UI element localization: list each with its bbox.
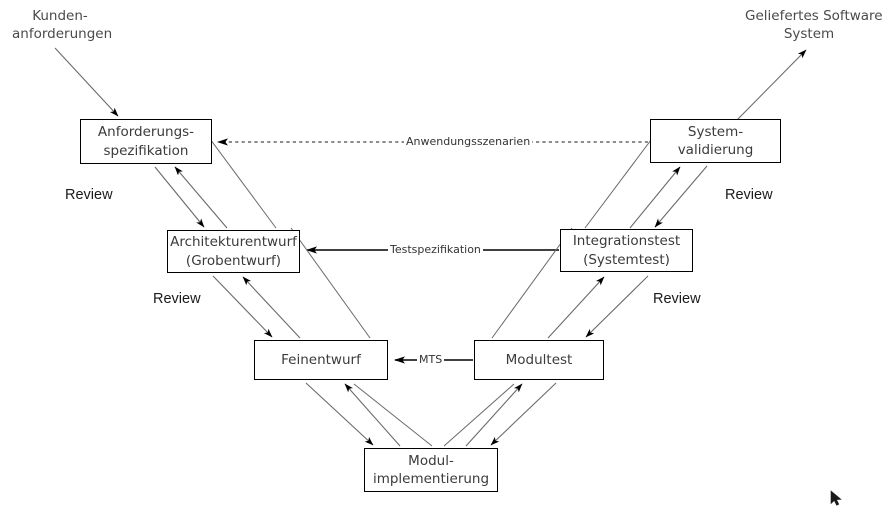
node-systemvalidierung[interactable]: System- validierung [650, 119, 781, 163]
node-label-line: Integrationstest [572, 233, 681, 250]
edge-long-feinentwurf-to-architekturentwurf [290, 227, 371, 339]
edge-kundenanforderungen-to-anforderungsspezifikation [54, 47, 119, 117]
node-label-line: System- [687, 123, 744, 140]
label-mts: MTS [417, 353, 445, 366]
node-label-line: Modul- [408, 452, 454, 469]
node-label-line: Modultest [505, 351, 573, 368]
edge-modultest-to-integrationstest [547, 276, 605, 339]
node-label-line: validierung [677, 142, 754, 158]
edge-modultest-to-modulimplementierung [490, 382, 557, 446]
node-integrationstest[interactable]: Integrationstest (Systemtest) [560, 229, 693, 272]
label-review-bottom-right: Review [653, 291, 701, 307]
edge-long-modulimplementierung-left [353, 383, 433, 447]
edge-architekturentwurf-to-anforderungsspezifikation [174, 166, 228, 229]
edge-modulimplementierung-to-modultest [465, 383, 523, 447]
edge-long-feinentwurf-to-integrationstest [491, 227, 573, 339]
edge-long-modulimplementierung-right [443, 383, 515, 447]
node-label-line: Architekturentwurf [170, 234, 297, 251]
edge-systemvalidierung-to-output [736, 49, 807, 121]
node-label-line: implementierung [372, 471, 490, 487]
text-line: anforderungen [12, 25, 113, 42]
node-modulimplementierung[interactable]: Modul- implementierung [364, 448, 498, 492]
edge-modulimplementierung-to-feinentwurf [344, 383, 401, 447]
node-label-line: Feinentwurf [281, 351, 361, 368]
node-label-line: spezifikation [103, 142, 189, 159]
text-geliefertes-software-system: Geliefertes Software System [745, 8, 883, 44]
label-review-bottom-left: Review [153, 291, 201, 307]
node-label-line: (Systemtest) [583, 251, 670, 268]
edge-anforderungsspezifikation-to-architekturentwurf [154, 166, 205, 228]
node-label-line: Anforderungs- [97, 124, 195, 141]
edge-integrationstest-to-systemvalidierung [629, 166, 681, 229]
node-modultest[interactable]: Modultest [474, 340, 604, 380]
edge-feinentwurf-to-modulimplementierung [305, 382, 374, 446]
label-anwendungsszenarien: Anwendungsszenarien [404, 135, 533, 148]
text-line: Geliefertes Software [745, 8, 883, 24]
label-review-top-right: Review [725, 187, 773, 203]
text-line: Kunden- [32, 8, 88, 24]
edge-architekturentwurf-to-feinentwurf [212, 275, 273, 338]
edge-integrationstest-to-modultest [585, 275, 649, 338]
edge-feinentwurf-to-architekturentwurf [242, 276, 301, 339]
text-kundenanforderungen: Kunden- anforderungen [12, 8, 113, 44]
mouse-pointer-icon [830, 490, 842, 506]
node-label-line: (Grobentwurf) [185, 252, 282, 269]
label-testspezifikation: Testspezifikation [388, 243, 483, 256]
edge-systemvalidierung-to-integrationstest [654, 165, 708, 228]
label-review-top-left: Review [65, 187, 113, 203]
node-architekturentwurf[interactable]: Architekturentwurf (Grobentwurf) [167, 230, 300, 273]
node-feinentwurf[interactable]: Feinentwurf [254, 340, 388, 380]
text-line: System [783, 25, 835, 42]
node-anforderungsspezifikation[interactable]: Anforderungs- spezifikation [80, 119, 212, 164]
